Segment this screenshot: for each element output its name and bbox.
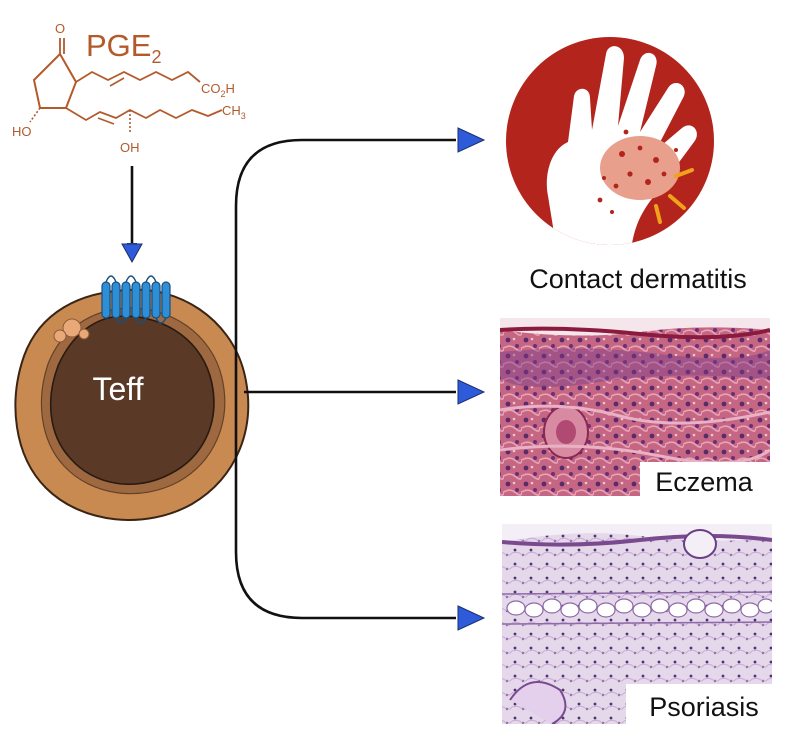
chain-hydroxyl: OH	[120, 140, 140, 155]
ketone-oxygen: O	[55, 21, 65, 36]
arrowhead-psoriasis	[457, 605, 486, 631]
cell-nucleus	[49, 315, 215, 486]
carboxyl-group: CO2H	[201, 81, 235, 99]
alpha-chain	[75, 70, 201, 83]
contact-dermatitis-label: Contact dermatitis	[529, 264, 747, 294]
arrowhead-eczema	[457, 379, 486, 405]
branching-arrows	[234, 138, 456, 620]
arrowhead-dermatitis	[457, 127, 486, 153]
molecule-name: PGE2	[86, 28, 161, 67]
eczema-label: Eczema	[655, 467, 754, 497]
cyclopentane-ring	[32, 52, 78, 109]
methyl-group: CH3	[222, 103, 246, 121]
psoriasis-label: Psoriasis	[649, 692, 759, 722]
omega-chain	[65, 107, 223, 122]
pge2-molecule: PGE2 O CO2H CH3 HO OH	[12, 21, 246, 155]
arrow-to-contact-dermatitis	[234, 138, 456, 392]
ring-hydroxyl: HO	[12, 124, 32, 139]
teff-cell: Teff	[14, 288, 250, 521]
cell-label: Teff	[93, 371, 144, 407]
psoriasis-histology-image	[502, 524, 772, 724]
hand-rash-icon	[506, 37, 714, 245]
eczema-histology-image	[500, 318, 770, 496]
gpcr-receptor-icon	[101, 275, 171, 324]
arrow-to-psoriasis	[234, 392, 456, 620]
receptor-arrowhead	[121, 243, 143, 264]
